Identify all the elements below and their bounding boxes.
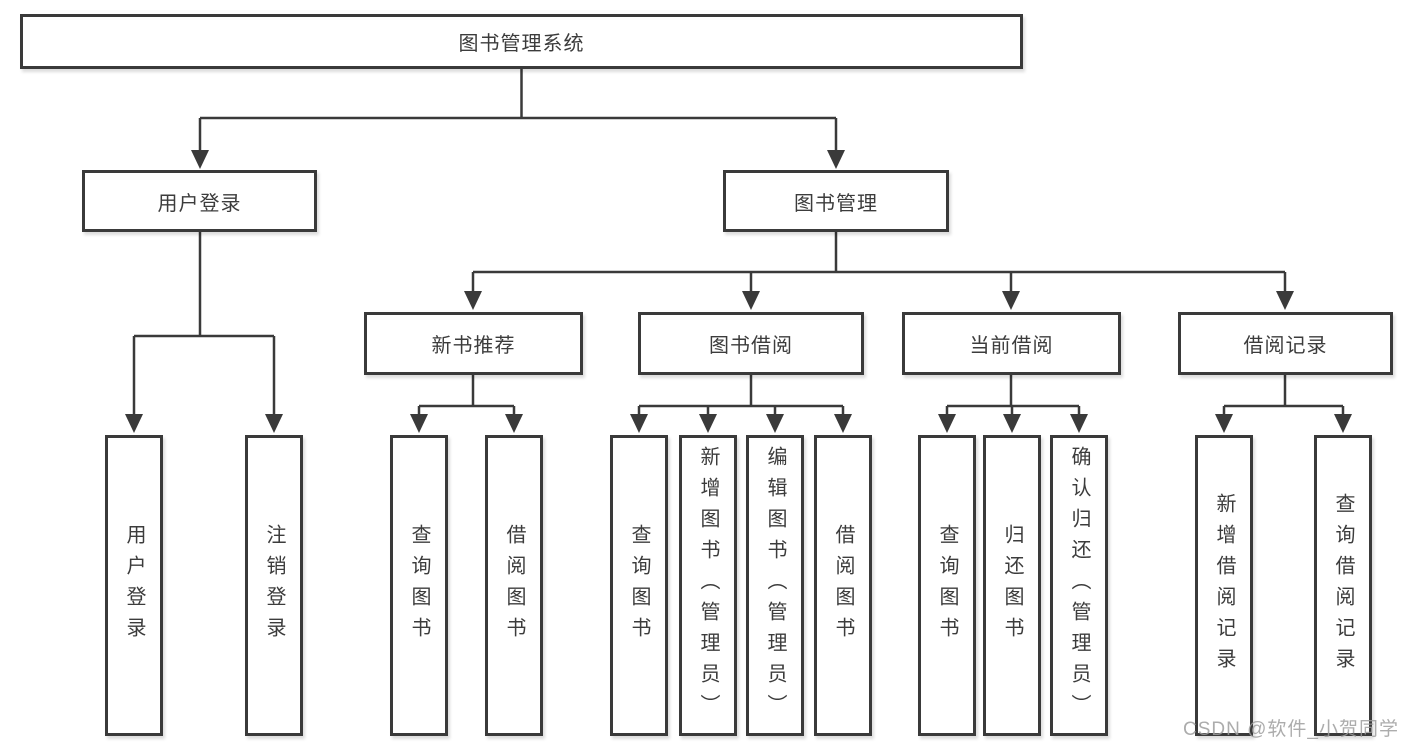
connector-root bbox=[198, 69, 838, 152]
connector-new-books bbox=[417, 375, 516, 418]
leaf-bb-query-books: 查询图书 bbox=[610, 435, 668, 736]
leaf-rec-add-record: 新增借阅记录 bbox=[1195, 435, 1253, 736]
leaf-nb-borrow-books: 借阅图书 bbox=[485, 435, 543, 736]
leaf-bb-borrow-books: 借阅图书 bbox=[814, 435, 872, 736]
leaf-logout: 注销登录 bbox=[245, 435, 303, 736]
connector-current bbox=[945, 375, 1081, 418]
node-borrowing: 图书借阅 bbox=[638, 312, 864, 375]
connector-records bbox=[1222, 375, 1345, 418]
node-current-borrow: 当前借阅 bbox=[902, 312, 1121, 375]
arrowheads bbox=[125, 150, 1352, 433]
node-root: 图书管理系统 bbox=[20, 14, 1023, 69]
leaf-cb-return-books: 归还图书 bbox=[983, 435, 1041, 736]
node-user-login: 用户登录 bbox=[82, 170, 317, 232]
csdn-watermark: CSDN @软件_小贺同学 bbox=[1183, 719, 1399, 740]
leaf-user-login: 用户登录 bbox=[105, 435, 163, 736]
leaf-rec-query-record: 查询借阅记录 bbox=[1314, 435, 1372, 736]
node-borrow-records: 借阅记录 bbox=[1178, 312, 1393, 375]
leaf-nb-query-books: 查询图书 bbox=[390, 435, 448, 736]
connector-borrowing bbox=[637, 375, 845, 418]
leaf-cb-confirm-return-admin: 确认归还（管理员） bbox=[1050, 435, 1108, 736]
connector-book-mgmt bbox=[471, 232, 1287, 294]
node-new-books: 新书推荐 bbox=[364, 312, 583, 375]
node-book-mgmt: 图书管理 bbox=[723, 170, 949, 232]
leaf-bb-edit-books-admin: 编辑图书（管理员） bbox=[746, 435, 804, 736]
connector-user-login bbox=[132, 232, 276, 418]
leaf-cb-query-books: 查询图书 bbox=[918, 435, 976, 736]
leaf-bb-add-books-admin: 新增图书（管理员） bbox=[679, 435, 737, 736]
